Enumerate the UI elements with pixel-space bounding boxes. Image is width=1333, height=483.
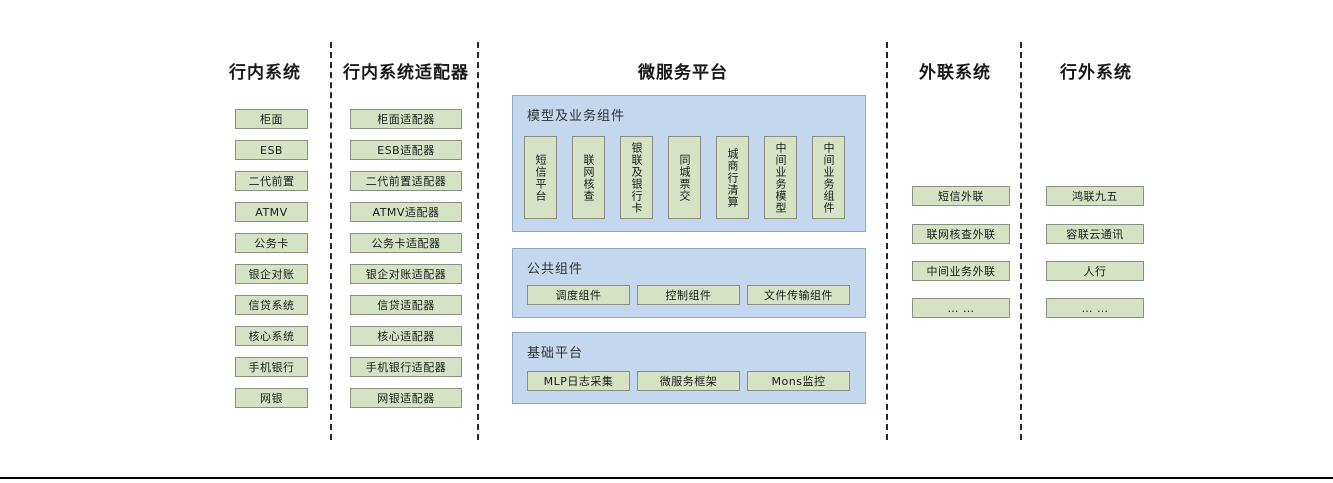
list-item[interactable]: 银企对账适配器 (350, 264, 462, 284)
list-item[interactable]: 短信平台 (524, 136, 557, 219)
column-divider-2 (477, 42, 479, 440)
list-item[interactable]: MLP日志采集 (527, 371, 630, 391)
list-item[interactable]: ATMV (235, 202, 308, 222)
list-item[interactable]: 调度组件 (527, 285, 630, 305)
list-item[interactable]: 核心系统 (235, 326, 308, 346)
list-item[interactable]: 中间业务组件 (812, 136, 845, 219)
panel-title: 公共组件 (527, 262, 584, 277)
list-item[interactable]: … … (1046, 298, 1144, 318)
column-title-microservice-platform: 微服务平台 (638, 63, 728, 83)
list-item[interactable]: 柜面适配器 (350, 109, 462, 129)
list-item[interactable]: 中间业务外联 (912, 261, 1010, 281)
list-item[interactable]: 二代前置 (235, 171, 308, 191)
list-item[interactable]: ATMV适配器 (350, 202, 462, 222)
list-item[interactable]: 信贷适配器 (350, 295, 462, 315)
list-item[interactable]: 控制组件 (637, 285, 740, 305)
panel-public-components: 公共组件 调度组件 控制组件 文件传输组件 (512, 248, 866, 318)
list-item[interactable]: 人行 (1046, 261, 1144, 281)
list-item[interactable]: … … (912, 298, 1010, 318)
list-item[interactable]: ESB适配器 (350, 140, 462, 160)
column-divider-4 (1020, 42, 1022, 440)
list-item[interactable]: 容联云通讯 (1046, 224, 1144, 244)
list-item[interactable]: 同城票交 (668, 136, 701, 219)
list-item[interactable]: 手机银行适配器 (350, 357, 462, 377)
column-title-external-link-systems: 外联系统 (919, 63, 991, 83)
column-divider-3 (886, 42, 888, 440)
list-item[interactable]: 银联及银行卡 (620, 136, 653, 219)
column-title-internal-adapters: 行内系统适配器 (343, 63, 469, 83)
list-item[interactable]: 银企对账 (235, 264, 308, 284)
list-item[interactable]: 网银 (235, 388, 308, 408)
panel-model-business-components: 模型及业务组件 短信平台 联网核查 银联及银行卡 同城票交 城商行清算 中间业务… (512, 95, 866, 232)
column-title-outside-bank-systems: 行外系统 (1060, 63, 1132, 83)
list-item[interactable]: 联网核查外联 (912, 224, 1010, 244)
list-item[interactable]: 鸿联九五 (1046, 186, 1144, 206)
list-item[interactable]: 微服务框架 (637, 371, 740, 391)
list-item[interactable]: 公务卡 (235, 233, 308, 253)
column-title-internal-systems: 行内系统 (229, 63, 301, 83)
list-item[interactable]: 中间业务模型 (764, 136, 797, 219)
list-item[interactable]: 网银适配器 (350, 388, 462, 408)
list-item[interactable]: 柜面 (235, 109, 308, 129)
list-item[interactable]: 文件传输组件 (747, 285, 850, 305)
panel-base-platform: 基础平台 MLP日志采集 微服务框架 Mons监控 (512, 332, 866, 404)
list-item[interactable]: Mons监控 (747, 371, 850, 391)
panel-title: 模型及业务组件 (527, 109, 626, 124)
list-item[interactable]: 核心适配器 (350, 326, 462, 346)
list-item[interactable]: 二代前置适配器 (350, 171, 462, 191)
list-item[interactable]: ESB (235, 140, 308, 160)
list-item[interactable]: 联网核查 (572, 136, 605, 219)
page-bottom-rule (0, 477, 1333, 479)
list-item[interactable]: 短信外联 (912, 186, 1010, 206)
list-item[interactable]: 公务卡适配器 (350, 233, 462, 253)
list-item[interactable]: 城商行清算 (716, 136, 749, 219)
list-item[interactable]: 信贷系统 (235, 295, 308, 315)
panel-title: 基础平台 (527, 346, 584, 361)
column-divider-1 (330, 42, 332, 440)
list-item[interactable]: 手机银行 (235, 357, 308, 377)
